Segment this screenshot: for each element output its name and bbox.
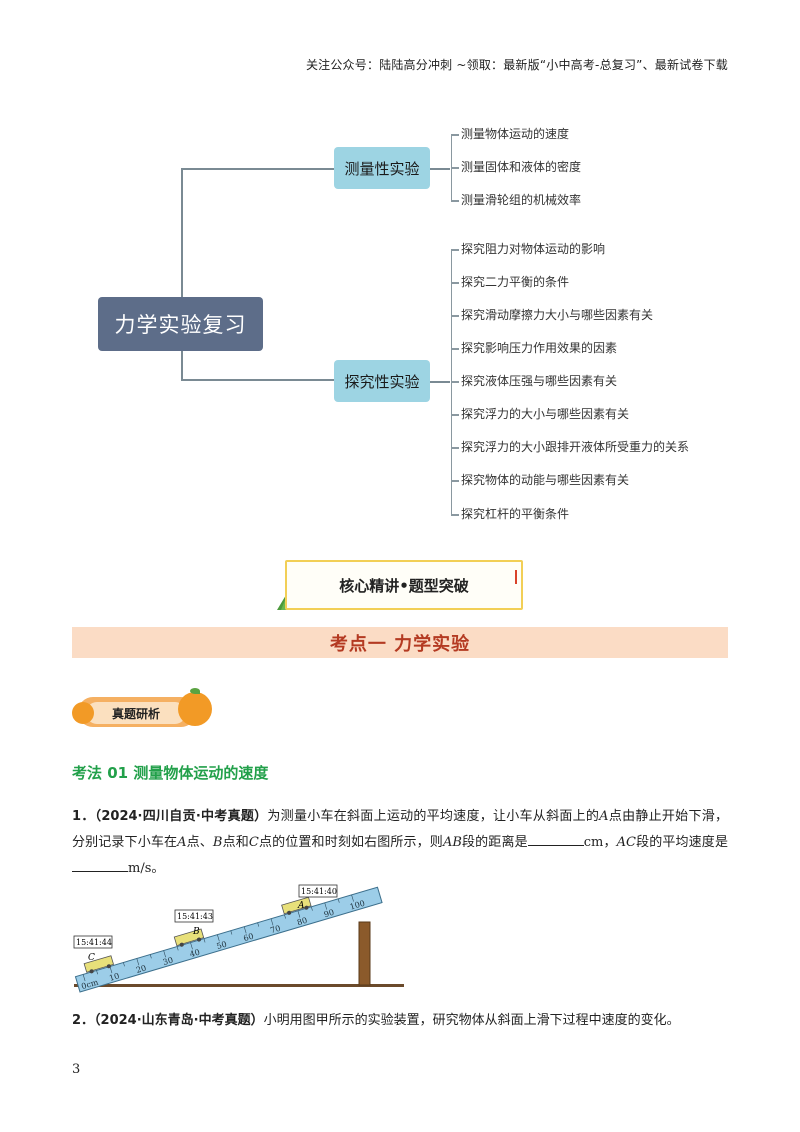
segment-label: AC — [616, 835, 636, 850]
bracket-tick — [451, 414, 459, 416]
point-label: C — [248, 835, 259, 850]
bracket-tick — [451, 381, 459, 383]
core-banner: 核心精讲•题型突破 — [277, 560, 523, 612]
method-title: 考法 01 测量物体运动的速度 — [72, 764, 269, 782]
timestamp-a-box — [298, 884, 338, 898]
bracket-tick — [451, 134, 459, 136]
ruler-label: 60 — [242, 932, 254, 944]
timestamp-a: 15:41:40 — [301, 887, 337, 896]
question-text: 小明用图甲所示的实验装置，研究物体从斜面上滑下过程中速度的变化。 — [263, 1013, 680, 1028]
segment-label: AB — [442, 835, 462, 850]
question-text: 下滑，分别记录下小车在 — [72, 809, 728, 850]
banner-title: 核心精讲•题型突破 — [285, 560, 523, 610]
cart-b — [173, 928, 205, 947]
question-1: 1．（2024·四川自贡·中考真题）为测量小车在斜面上运动的平均速度，让小车从斜… — [72, 804, 728, 882]
bracket-tick — [451, 167, 459, 169]
leaf-item: 测量物体运动的速度 — [461, 127, 570, 141]
bracket-tick — [451, 447, 459, 449]
leaf-item: 探究阻力对物体运动的影响 — [461, 242, 606, 256]
ruler-label: 30 — [162, 955, 174, 967]
point-label: B — [212, 835, 223, 850]
ruler-label: 70 — [269, 924, 281, 936]
orange-icon — [72, 702, 94, 724]
leaf-item: 探究杠杆的平衡条件 — [461, 507, 570, 521]
ground — [74, 984, 404, 987]
ruler-label: 20 — [135, 963, 147, 975]
connector-branch2 — [430, 381, 450, 383]
point-label-b: B — [192, 927, 200, 937]
support-post — [358, 921, 371, 986]
point-label-c: C — [88, 953, 95, 963]
page-header: 关注公众号：陆陆高分冲刺 ~领取：最新版“小中高考-总复习”、最新试卷下载 — [305, 58, 728, 72]
bracket-tick — [451, 249, 459, 251]
answer-blank[interactable] — [72, 857, 128, 872]
unit-text: m/s。 — [128, 861, 165, 876]
leaf-item: 探究滑动摩擦力大小与哪些因素有关 — [461, 308, 654, 322]
ruler-label: 10 — [108, 971, 120, 983]
branch-exploration: 探究性实验 — [334, 360, 430, 402]
cart-a — [281, 896, 312, 915]
connector-bottom — [181, 379, 335, 381]
point-label: A — [177, 835, 187, 850]
ruler-label: 40 — [189, 948, 201, 960]
point-label: A — [599, 809, 609, 824]
bracket-tick — [451, 480, 459, 482]
question-2: 2．（2024·山东青岛·中考真题）小明用图甲所示的实验装置，研究物体从斜面上滑… — [72, 1008, 728, 1034]
bracket-tick — [451, 315, 459, 317]
question-text: 点、 — [186, 835, 213, 850]
leaf-item: 探究物体的动能与哪些因素有关 — [461, 473, 630, 487]
leaf-icon — [190, 688, 200, 694]
question-text: 为测量小车在斜面上运动的平均速度，让小车从斜面上的 — [267, 809, 600, 824]
bracket-tick — [451, 348, 459, 350]
answer-blank[interactable] — [527, 831, 584, 846]
section-title: 考点一 力学实验 — [72, 627, 728, 658]
timestamp-b: 15:41:43 — [177, 912, 213, 921]
tag-label: 真题研析 — [86, 702, 186, 724]
ruler — [74, 886, 383, 993]
bracket-tick — [451, 282, 459, 284]
question-text: 点由静止开始 — [608, 809, 689, 824]
ruler-label: 80 — [296, 916, 308, 928]
question-source: （2024·山东青岛·中考真题） — [94, 1013, 264, 1028]
ruler-label: 90 — [323, 908, 335, 920]
bracket-tick — [451, 200, 459, 202]
question-text: 点和 — [222, 835, 249, 850]
leaf-item: 探究液体压强与哪些因素有关 — [461, 374, 618, 388]
ruler-ticks — [82, 894, 354, 982]
timestamp-c: 15:41:44 — [76, 938, 112, 947]
page-number: 3 — [72, 1062, 81, 1077]
leaf-item: 探究浮力的大小跟排开液体所受重力的关系 — [461, 440, 690, 454]
mindmap-root: 力学实验复习 — [98, 297, 263, 351]
ruler-label: 100 — [349, 899, 366, 912]
question-text: 段的距离是 — [461, 835, 528, 850]
leaf-item: 探究影响压力作用效果的因素 — [461, 341, 618, 355]
connector-vertical — [181, 168, 183, 380]
connector-top — [181, 168, 335, 170]
orange-icon — [178, 692, 212, 726]
timestamp-b-box — [174, 909, 214, 923]
point-label-a: A — [297, 901, 305, 911]
question-text: 点的位置和时刻如右图所示，则 — [258, 835, 443, 850]
cart-c — [83, 955, 115, 974]
question-number: 1． — [72, 809, 95, 824]
leaf-item: 测量滑轮组的机械效率 — [461, 193, 582, 207]
incline-figure: 0cm 10 20 30 40 50 60 70 80 90 100 15:41 — [73, 884, 404, 993]
bracket-tick — [451, 514, 459, 516]
question-text: 段的平均速度是 — [635, 835, 728, 850]
leaf-item: 探究二力平衡的条件 — [461, 275, 570, 289]
leaf-item: 探究浮力的大小与哪些因素有关 — [461, 407, 630, 421]
connector-branch1 — [430, 168, 450, 170]
branch-measurement: 测量性实验 — [334, 147, 430, 189]
leaf-item: 测量固体和液体的密度 — [461, 160, 582, 174]
question-number: 2． — [72, 1013, 95, 1028]
timestamp-c-box — [73, 935, 113, 949]
question-source: （2024·四川自贡·中考真题） — [94, 809, 268, 824]
banner-accent — [515, 570, 517, 584]
ruler-label: 50 — [216, 940, 228, 952]
unit-text: cm， — [583, 835, 617, 850]
